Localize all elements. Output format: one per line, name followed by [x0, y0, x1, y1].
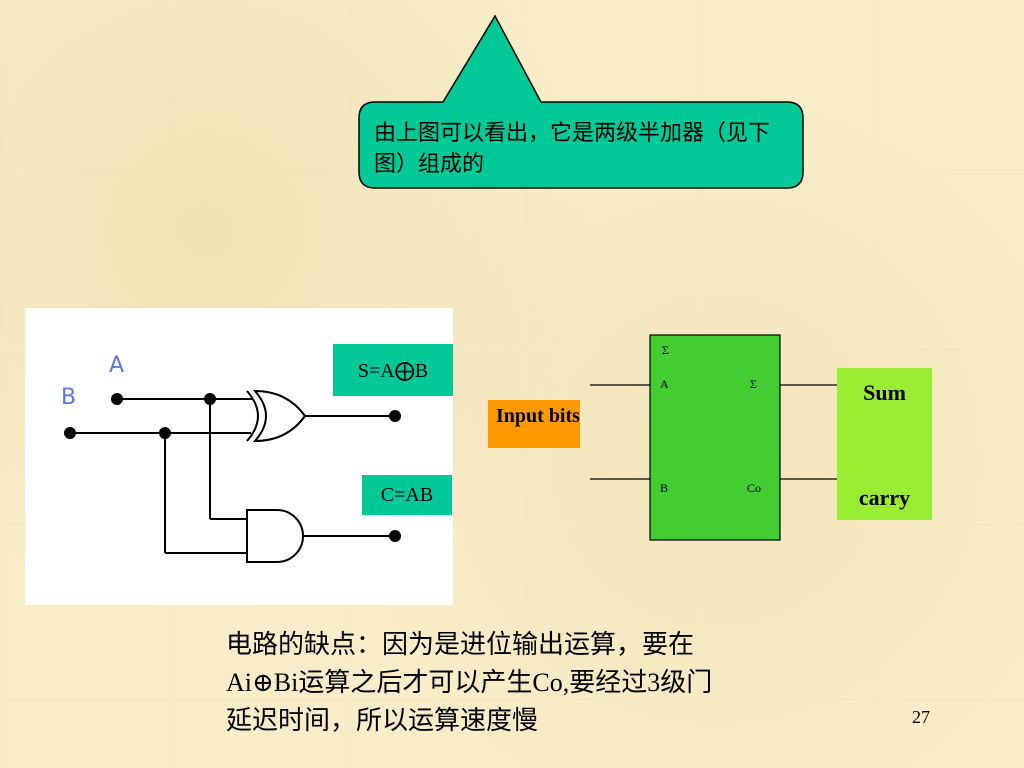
output-sum-label: Sum — [863, 380, 906, 405]
output-carry-label: carry — [858, 485, 911, 510]
circuit-wires — [70, 398, 395, 554]
block-body — [649, 334, 781, 541]
block-top-symbol: Σ — [662, 343, 669, 357]
output-box — [837, 368, 932, 520]
block-pin-b: B — [660, 481, 668, 495]
drawback-note: 电路的缺点：因为是进位输出运算，要在 Ai⊕Bi运算之后才可以产生Co,要经过3… — [226, 626, 876, 740]
xor-gate — [246, 389, 307, 443]
note-line-1: 电路的缺点：因为是进位输出运算，要在 — [226, 630, 695, 659]
callout-text: 由上图可以看出，它是两级半加器（见下图）组成的 — [374, 120, 771, 176]
note-line-2: Ai⊕Bi运算之后才可以产生Co,要经过3级门 — [226, 668, 713, 697]
input-a-label: A — [109, 353, 124, 378]
carry-equation: C=AB — [362, 475, 452, 515]
block-pin-a: A — [660, 377, 669, 391]
half-adder-circuit: A B — [61, 353, 401, 563]
callout-bubble — [358, 14, 804, 189]
note-line-3: 延迟时间，所以运算速度慢 — [226, 706, 539, 735]
callout-shape — [358, 14, 804, 189]
block-pins — [590, 384, 837, 480]
sum-equation: S=A⨁B — [333, 344, 453, 396]
block-pin-co: Co — [747, 481, 761, 495]
circuit-nodes — [64, 393, 401, 542]
and-gate — [246, 509, 304, 563]
page-number: 27 — [912, 707, 930, 727]
input-bits-label: Input bits — [488, 400, 580, 448]
adder-block: Σ A Σ B Co — [590, 334, 837, 541]
input-b-label: B — [61, 385, 76, 410]
block-pin-sum: Σ — [750, 377, 757, 391]
